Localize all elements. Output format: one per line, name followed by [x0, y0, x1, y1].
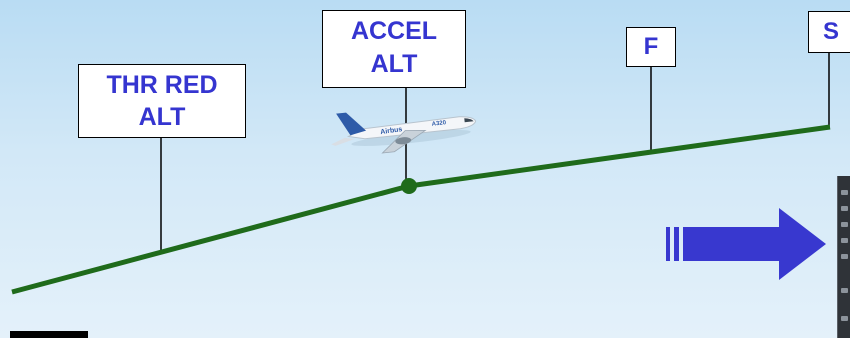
f-speed-text: F [643, 33, 659, 60]
thr-red-alt-line2: ALT [138, 103, 186, 131]
corner-bar [10, 331, 88, 338]
accel-alt-label: ACCEL ALT [322, 10, 466, 88]
panel-knob [841, 316, 848, 321]
panel-knob [841, 254, 848, 259]
panel-knob [841, 238, 848, 243]
s-speed-text: S [822, 18, 839, 45]
aircraft-icon: Airbus A320 [331, 112, 477, 154]
accel-alt-line1: ACCEL [350, 17, 438, 45]
aircraft-fuselage-text: Airbus [380, 126, 403, 136]
thr-red-alt-line1: THR RED [106, 71, 218, 99]
right-arrow-icon [666, 208, 826, 280]
panel-knob [841, 190, 848, 195]
panel-knob [841, 288, 848, 293]
thr-red-alt-label: THR RED ALT [78, 64, 246, 138]
aircraft-model-text: A320 [431, 120, 447, 128]
cockpit-panel-edge [837, 176, 850, 338]
s-speed-label: S [808, 11, 850, 53]
panel-knob [841, 222, 848, 227]
f-speed-label: F [626, 27, 676, 67]
accel-alt-line2: ALT [370, 50, 418, 78]
flight-path [11, 124, 831, 295]
accel-point-marker [401, 178, 417, 194]
panel-knob [841, 206, 848, 211]
